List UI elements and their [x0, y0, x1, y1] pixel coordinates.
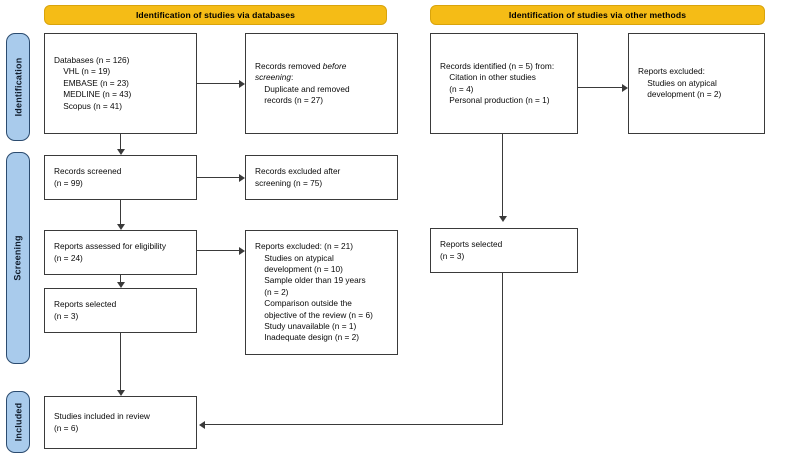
arrowhead-screened-to-excluded — [239, 173, 245, 182]
connector-other-selected-down — [502, 273, 504, 425]
stage-label-identification: Identification — [6, 33, 30, 141]
databases-identified-box: Databases (n = 126) VHL (n = 19) EMBASE … — [44, 33, 197, 134]
reports-selected-databases-text: Reports selected (n = 3) — [54, 299, 117, 321]
records-removed-box: Records removed before screening: Duplic… — [245, 33, 398, 134]
banner-databases: Identification of studies via databases — [44, 5, 387, 25]
banner-other-methods: Identification of studies via other meth… — [430, 5, 765, 25]
connector-selected-to-included — [120, 333, 122, 390]
connector-screened-to-assessed — [120, 200, 122, 224]
reports-excluded-other-text: Reports excluded: Studies on atypical de… — [638, 66, 722, 100]
reports-excluded-databases-text: Reports excluded: (n = 21) Studies on at… — [255, 241, 373, 343]
reports-selected-databases-box: Reports selected (n = 3) — [44, 288, 197, 333]
connector-screened-to-excluded — [197, 177, 239, 179]
arrowhead-databases-to-screened — [116, 149, 125, 155]
connector-assessed-to-selected — [120, 275, 122, 282]
stage-label-identification-text: Identification — [13, 57, 23, 117]
connector-databases-to-removed — [197, 83, 239, 85]
studies-included-text: Studies included in review (n = 6) — [54, 411, 150, 433]
stage-label-screening-text: Screening — [13, 235, 24, 281]
databases-identified-text: Databases (n = 126) VHL (n = 19) EMBASE … — [54, 54, 132, 111]
records-identified-other-text: Records identified (n = 5) from: Citatio… — [440, 60, 555, 105]
reports-excluded-other-box: Reports excluded: Studies on atypical de… — [628, 33, 765, 134]
stage-label-included: Included — [6, 391, 30, 453]
arrowhead-databases-to-removed — [239, 79, 245, 88]
records-excluded-box: Records excluded after screening (n = 75… — [245, 155, 398, 200]
connector-other-selected-left — [205, 424, 503, 426]
reports-assessed-box: Reports assessed for eligibility (n = 24… — [44, 230, 197, 275]
records-excluded-text: Records excluded after screening (n = 75… — [255, 166, 341, 188]
connector-databases-to-screened — [120, 134, 122, 149]
arrowhead-assessed-to-excluded — [239, 246, 245, 255]
stage-label-included-text: Included — [13, 402, 24, 442]
reports-selected-other-box: Reports selected (n = 3) — [430, 228, 578, 273]
arrowhead-screened-to-assessed — [116, 224, 125, 230]
reports-assessed-text: Reports assessed for eligibility (n = 24… — [54, 241, 167, 263]
arrowhead-selected-to-included — [116, 390, 125, 396]
studies-included-box: Studies included in review (n = 6) — [44, 396, 197, 449]
records-screened-box: Records screened (n = 99) — [44, 155, 197, 200]
banner-databases-label: Identification of studies via databases — [135, 10, 296, 20]
arrowhead-other-selected-to-included — [199, 420, 205, 429]
banner-other-methods-label: Identification of studies via other meth… — [508, 10, 687, 20]
reports-excluded-databases-box: Reports excluded: (n = 21) Studies on at… — [245, 230, 398, 355]
records-identified-other-box: Records identified (n = 5) from: Citatio… — [430, 33, 578, 134]
records-screened-text: Records screened (n = 99) — [54, 166, 122, 188]
reports-selected-other-text: Reports selected (n = 3) — [440, 239, 503, 261]
arrowhead-assessed-to-selected — [116, 282, 125, 288]
connector-other-to-selected — [502, 134, 504, 216]
arrowhead-other-to-excluded — [622, 83, 628, 92]
arrowhead-other-to-selected — [498, 216, 507, 222]
stage-label-screening: Screening — [6, 152, 30, 364]
connector-assessed-to-excluded — [197, 250, 239, 252]
connector-other-to-excluded — [578, 87, 622, 89]
records-removed-text: Records removed before screening: Duplic… — [255, 60, 350, 105]
